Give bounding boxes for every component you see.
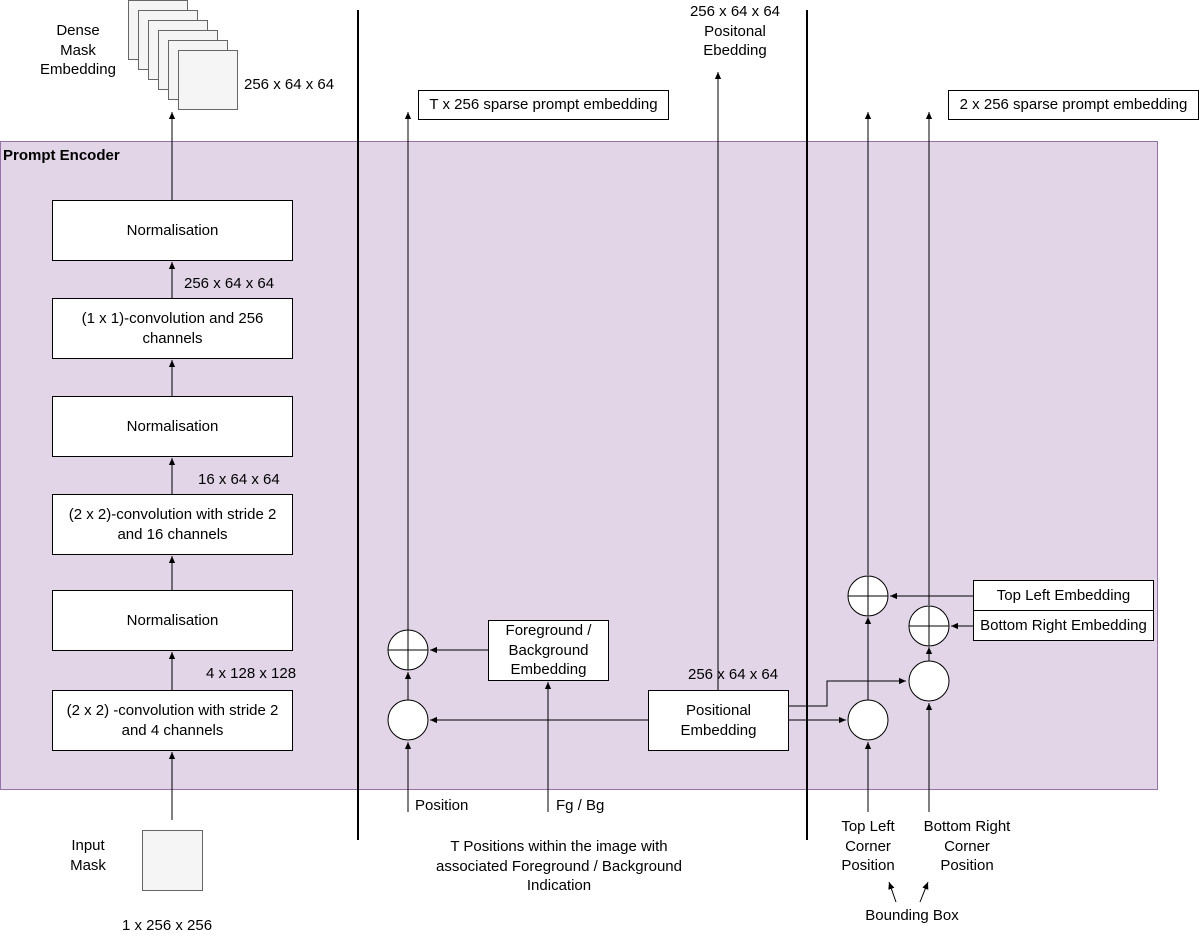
bottomright-pe-node — [908, 660, 950, 702]
bottom-right-position-label: Bottom Right Corner Position — [923, 818, 1011, 874]
dims-label-16: 16 x 64 x 64 — [198, 471, 280, 488]
input-mask-title: Input Mask — [70, 837, 106, 874]
dense-mask-dims: 256 x 64 x 64 — [244, 76, 335, 93]
points-pe-node — [387, 699, 429, 741]
input-mask-dims: 1 x 256 x 256 — [122, 917, 213, 934]
arrow-bbox-to-topleft — [888, 881, 897, 903]
dims-label-256: 256 x 64 x 64 — [184, 275, 275, 292]
dims-label-4: 4 x 128 x 128 — [206, 665, 297, 682]
positional-dims: 256 x 64 x 64 — [688, 666, 779, 683]
conv-2x2-16-block: (2 x 2)-convolution with stride 2 and 16… — [52, 494, 293, 555]
conv-2x2-4-block: (2 x 2) -convolution with stride 2 and 4… — [52, 690, 293, 751]
normalisation-block-2: Normalisation — [52, 396, 293, 457]
positional-output-label: 256 x 64 x 64 Positonal Ebedding — [689, 3, 781, 59]
topleft-pe-node — [847, 699, 889, 741]
prompt-encoder-title: Prompt Encoder — [3, 147, 120, 164]
arrow-bbox-to-bottomright — [919, 881, 929, 903]
dense-mask-layer — [178, 50, 238, 110]
positional-embedding-box: Positional Embedding — [648, 690, 789, 751]
top-left-position-label: Top Left Corner Position — [841, 818, 895, 874]
normalisation-block-3: Normalisation — [52, 200, 293, 261]
position-label: Position — [415, 797, 469, 814]
fg-bg-label: Fg / Bg — [556, 797, 605, 814]
fg-bg-embedding-box: Foreground / Background Embedding — [488, 620, 609, 681]
points-caption: T Positions within the image with associ… — [436, 838, 682, 894]
points-output-box: T x 256 sparse prompt embedding — [418, 90, 669, 120]
top-left-embedding-box: Top Left Embedding — [973, 580, 1154, 611]
dense-mask-title: Dense Mask Embedding — [40, 22, 116, 78]
arrow-pos-to-bottomright — [788, 677, 906, 707]
box-output-box: 2 x 256 sparse prompt embedding — [948, 90, 1199, 120]
conv-1x1-block: (1 x 1)-convolution and 256 channels — [52, 298, 293, 359]
input-mask-square — [142, 830, 203, 891]
bounding-box-label: Bounding Box — [865, 907, 959, 924]
normalisation-block-1: Normalisation — [52, 590, 293, 651]
bottom-right-embedding-box: Bottom Right Embedding — [973, 610, 1154, 641]
